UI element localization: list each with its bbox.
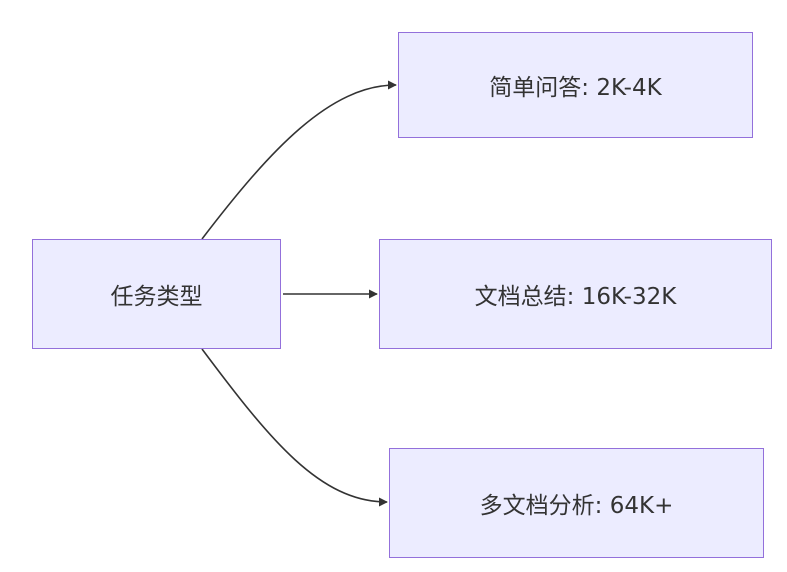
edge-root-to-qa (201, 80, 397, 240)
node-simple-qa-label: 简单问答: 2K-4K (489, 75, 662, 101)
node-doc-summary: 文档总结: 16K-32K (379, 239, 772, 349)
node-multi-doc-analysis-label: 多文档分析: 64K+ (479, 493, 674, 519)
node-task-type: 任务类型 (32, 239, 281, 349)
node-doc-summary-label: 文档总结: 16K-32K (474, 284, 677, 310)
edge-root-to-multi (201, 348, 388, 507)
node-multi-doc-analysis: 多文档分析: 64K+ (389, 448, 764, 558)
node-task-type-label: 任务类型 (110, 284, 203, 310)
node-simple-qa: 简单问答: 2K-4K (398, 32, 753, 138)
